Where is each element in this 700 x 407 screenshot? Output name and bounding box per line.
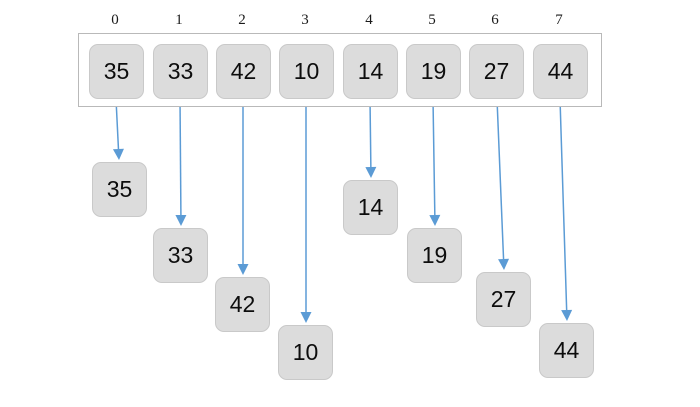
connector-line <box>369 98 372 168</box>
output-box-27[interactable]: 27 <box>476 272 531 327</box>
connector-14 <box>365 98 377 178</box>
array-cell-3[interactable]: 10 <box>279 44 334 99</box>
array-cell-2[interactable]: 42 <box>216 44 271 99</box>
connector-44 <box>559 98 573 321</box>
arrowhead-icon <box>175 214 187 226</box>
arrowhead-icon <box>561 309 573 321</box>
array-cell-7[interactable]: 44 <box>533 44 588 99</box>
index-label-4: 4 <box>365 12 373 28</box>
index-label-3: 3 <box>301 12 309 28</box>
connector-line <box>179 98 182 216</box>
index-label-6: 6 <box>491 12 499 28</box>
connector-33 <box>175 98 187 226</box>
index-label-0: 0 <box>111 12 119 28</box>
connector-line <box>496 98 505 260</box>
output-box-42[interactable]: 42 <box>215 277 270 332</box>
arrowhead-icon <box>365 166 377 178</box>
index-label-7: 7 <box>555 12 563 28</box>
array-cell-5[interactable]: 19 <box>406 44 461 99</box>
arrowhead-icon <box>429 214 441 226</box>
connector-10 <box>300 99 312 323</box>
output-box-14[interactable]: 14 <box>343 180 398 235</box>
index-label-1: 1 <box>175 12 183 28</box>
output-box-44[interactable]: 44 <box>539 323 594 378</box>
connector-line <box>559 98 568 311</box>
array-cell-4[interactable]: 14 <box>343 44 398 99</box>
connector-27 <box>496 98 510 270</box>
array-cell-6[interactable]: 27 <box>469 44 524 99</box>
output-box-35[interactable]: 35 <box>92 162 147 217</box>
arrowhead-icon <box>300 312 312 323</box>
connector-42 <box>237 99 249 275</box>
array-cell-0[interactable]: 35 <box>89 44 144 99</box>
arrowhead-icon <box>112 148 124 160</box>
index-label-5: 5 <box>428 12 436 28</box>
index-label-2: 2 <box>238 12 246 28</box>
arrowhead-icon <box>498 258 510 270</box>
array-cell-1[interactable]: 33 <box>153 44 208 99</box>
connector-line <box>432 98 436 216</box>
output-box-10[interactable]: 10 <box>278 325 333 380</box>
output-box-19[interactable]: 19 <box>407 228 462 283</box>
arrowhead-icon <box>237 264 249 275</box>
connector-19 <box>429 98 441 226</box>
connector-35 <box>112 98 124 160</box>
output-box-33[interactable]: 33 <box>153 228 208 283</box>
